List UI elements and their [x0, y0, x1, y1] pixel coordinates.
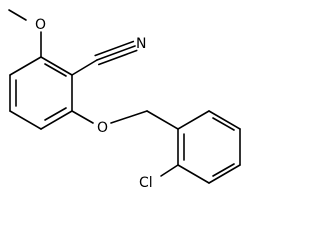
ring2-double-2 — [212, 163, 235, 177]
bond-ring-nitrile — [71, 59, 98, 76]
atom-labels: O N O Cl — [35, 17, 153, 191]
ring1-bond-3 — [40, 110, 73, 130]
ring1-bond-6 — [9, 56, 42, 76]
bond-ring-ether-o — [71, 110, 94, 124]
nitrile-triple-2 — [94, 40, 135, 57]
chlorine-label: Cl — [139, 175, 153, 191]
bond-ether-o-ch2 — [110, 110, 148, 124]
methoxy-oxygen-label: O — [35, 17, 46, 33]
ring2-bond-3 — [208, 164, 241, 184]
ring2-bond-5 — [208, 110, 241, 130]
ring1-double-2 — [44, 107, 67, 121]
ring2-bond-2 — [177, 164, 210, 184]
ring1-bond-4 — [9, 110, 42, 130]
nitrile-triple-1 — [96, 45, 136, 61]
nitrile-triple-3 — [98, 49, 138, 66]
ring2-double-3 — [212, 117, 235, 131]
bond-ch2-ring — [146, 110, 179, 130]
ring2-bond-6 — [177, 110, 210, 130]
bond-ring-chlorine — [160, 164, 179, 177]
bond-lines — [8, 9, 241, 184]
bond-methyl-o — [8, 9, 27, 21]
nitrile-nitrogen-label: N — [136, 36, 146, 52]
ether-oxygen-label: O — [97, 120, 108, 136]
ring1-bond-1 — [40, 56, 73, 76]
molecule-structure-diagram: O N O Cl — [8, 9, 241, 191]
ring1-double-1 — [44, 63, 67, 77]
